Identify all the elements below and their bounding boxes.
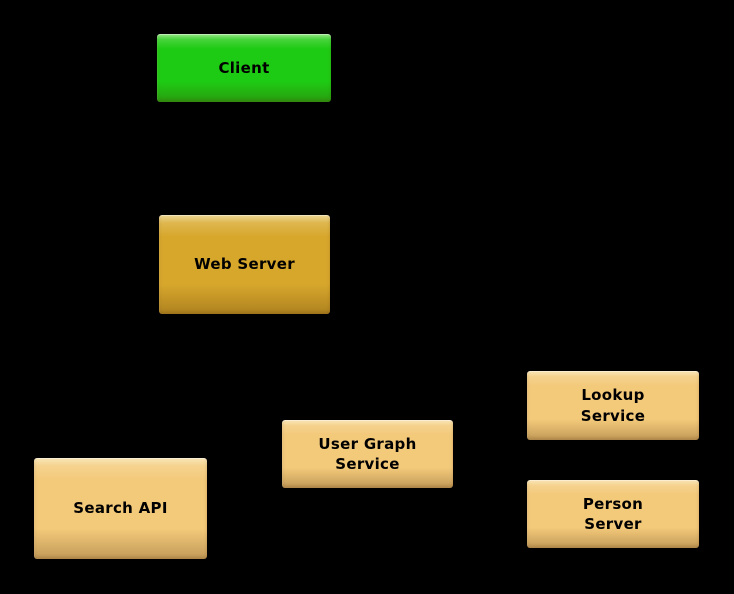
node-web-server: Web Server — [159, 215, 330, 314]
node-user-graph-service: User Graph Service — [282, 420, 453, 488]
node-lookup-service: Lookup Service — [527, 371, 699, 440]
node-client: Client — [157, 34, 331, 102]
node-person-server: Person Server — [527, 480, 699, 548]
node-search-api: Search API — [34, 458, 207, 559]
